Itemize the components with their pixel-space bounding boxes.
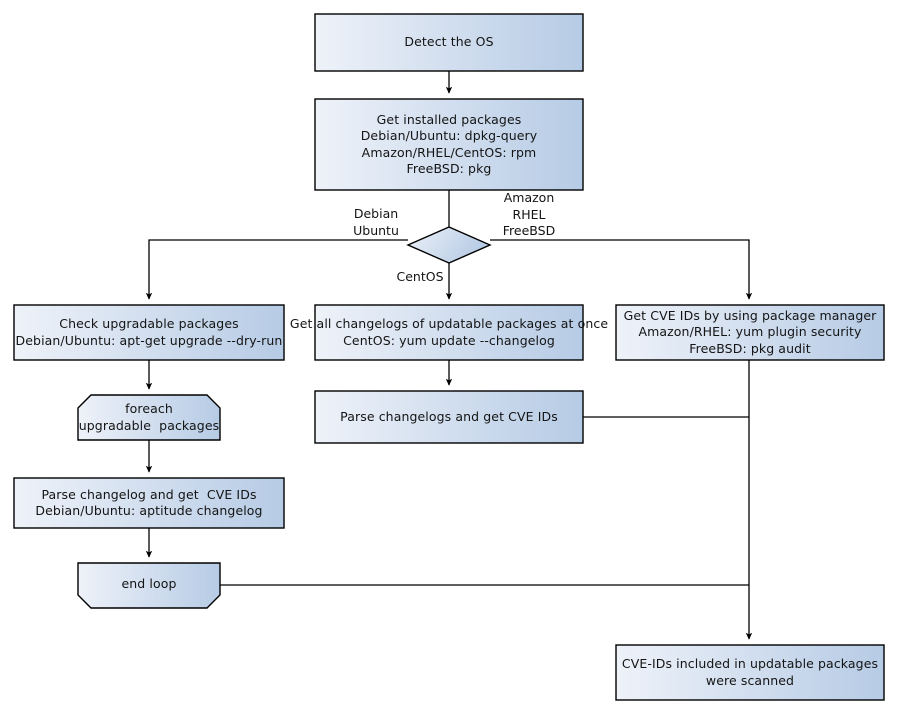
edge-decision-to-package-manager bbox=[490, 239, 753, 300]
edge-label-debian-ubuntu: Debian Ubuntu bbox=[353, 206, 399, 238]
node-check-upgradable-packages[interactable] bbox=[13, 304, 285, 361]
node-end-loop[interactable] bbox=[77, 562, 221, 609]
node-get-installed-packages[interactable] bbox=[314, 98, 584, 191]
node-foreach-upgradable-packages[interactable] bbox=[77, 394, 221, 441]
node-detect-os[interactable] bbox=[314, 13, 584, 72]
edge-label-amazon-rhel-freebsd: Amazon RHEL FreeBSD bbox=[502, 190, 556, 238]
node-get-cve-ids-package-manager[interactable] bbox=[615, 304, 885, 361]
node-os-decision[interactable] bbox=[406, 226, 492, 264]
node-cve-ids-scanned[interactable] bbox=[615, 644, 885, 701]
node-parse-changelogs-get-cve-ids[interactable] bbox=[314, 390, 584, 444]
node-get-all-changelogs[interactable] bbox=[314, 304, 584, 361]
node-parse-changelog-get-cve-ids[interactable] bbox=[13, 477, 285, 529]
edge-label-centos: CentOS bbox=[396, 269, 444, 284]
edge-decision-to-check-upgradable bbox=[145, 239, 408, 300]
